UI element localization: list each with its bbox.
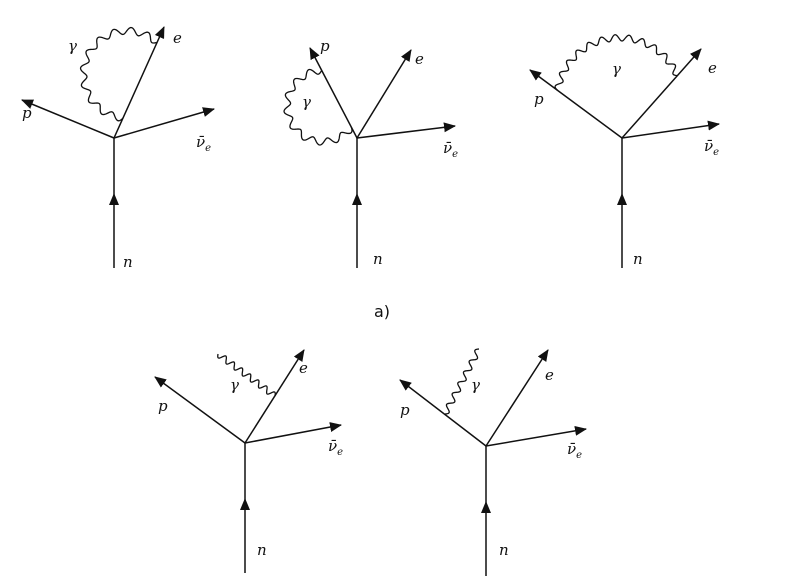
proton-line <box>399 379 487 447</box>
electron-line <box>621 48 702 139</box>
antineutrino-label: ν̄e <box>567 440 582 461</box>
neutron-label: n <box>123 253 133 271</box>
neutron-arrow <box>109 193 119 205</box>
photon-exchange <box>554 34 678 91</box>
photon-loop-proton <box>283 68 353 146</box>
antineutrino-label: ν̄e <box>328 437 343 458</box>
antineutrino-label: ν̄e <box>196 133 211 154</box>
neutron-arrow <box>240 498 250 510</box>
electron-line <box>244 349 305 444</box>
electron-label: e <box>415 50 424 68</box>
electron-label: e <box>173 29 182 47</box>
photon-label: γ <box>471 376 480 394</box>
neutron-label: n <box>633 250 643 268</box>
electron-label: e <box>545 366 554 384</box>
proton-label: p <box>400 401 410 419</box>
photon-emission-electron <box>217 353 276 397</box>
proton-line <box>21 99 115 139</box>
neutron-label: n <box>257 541 267 559</box>
photon-loop-electron <box>79 26 158 122</box>
electron-line <box>113 26 165 139</box>
feynman-diagram-b2: n p e ν̄e γ <box>399 348 587 576</box>
photon-label: γ <box>230 376 239 394</box>
neutron-label: n <box>373 250 383 268</box>
electron-line <box>485 349 549 447</box>
photon-label: γ <box>302 93 311 111</box>
feynman-diagram-a3: n p e ν̄e γ <box>529 34 720 268</box>
proton-label: p <box>158 397 168 415</box>
photon-label: γ <box>612 60 621 78</box>
antineutrino-line <box>244 422 342 444</box>
photon-emission-proton <box>444 348 480 415</box>
electron-line <box>356 49 412 139</box>
electron-label: e <box>708 59 717 77</box>
feynman-diagram-a2: n p e ν̄e γ <box>283 37 458 268</box>
antineutrino-line <box>356 122 456 139</box>
proton-line <box>529 69 623 139</box>
neutron-arrow <box>481 501 491 513</box>
caption-a: a) <box>374 302 390 321</box>
antineutrino-label: ν̄e <box>704 137 719 158</box>
proton-label: p <box>320 37 330 55</box>
antineutrino-line <box>621 120 720 139</box>
antineutrino-label: ν̄e <box>443 139 458 160</box>
proton-label: p <box>534 90 544 108</box>
proton-line <box>309 47 358 139</box>
proton-label: p <box>22 104 32 122</box>
electron-label: e <box>299 359 308 377</box>
proton-line <box>154 376 246 444</box>
neutron-label: n <box>499 541 509 559</box>
photon-label: γ <box>68 37 77 55</box>
antineutrino-line <box>485 425 587 447</box>
antineutrino-line <box>113 107 215 139</box>
feynman-diagram-b1: n p e ν̄e γ <box>154 349 343 573</box>
neutron-arrow <box>617 193 627 205</box>
neutron-arrow <box>352 193 362 205</box>
feynman-diagram-a1: n p e ν̄e γ <box>21 26 215 271</box>
